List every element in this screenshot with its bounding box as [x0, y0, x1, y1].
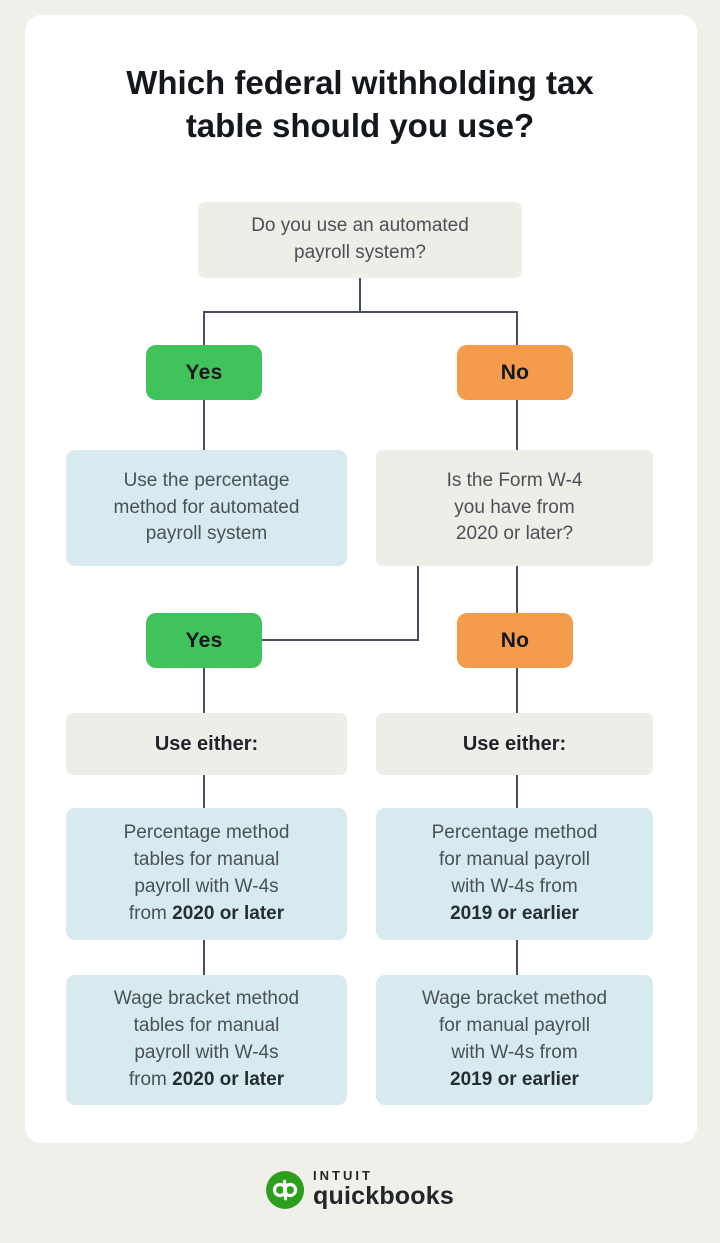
- qb-mark-icon: [266, 1170, 305, 1209]
- connector-line: [203, 775, 205, 808]
- connector-line: [417, 566, 419, 641]
- yes-badge-2: Yes: [146, 613, 262, 668]
- connector-line: [203, 311, 205, 345]
- question-automated-payroll-box: Do you use an automated payroll system?: [198, 202, 522, 278]
- no-badge-1: No: [457, 345, 573, 400]
- page-title: Which federal withholding tax table shou…: [126, 64, 594, 144]
- connector-line: [516, 566, 518, 613]
- percentage-method-left-text: Percentage method tables for manual payr…: [124, 820, 290, 928]
- question-w4-text: Is the Form W-4 you have from 2020 or la…: [446, 469, 583, 545]
- connector-line: [516, 775, 518, 808]
- connector-line: [516, 400, 518, 450]
- connector-line: [203, 311, 518, 313]
- use-either-left-text: Use either:: [154, 732, 259, 755]
- percentage-method-left-box: Percentage method tables for manual payr…: [66, 808, 347, 940]
- brand-intuit-text: INTUIT: [313, 1168, 373, 1183]
- result-automated-text: Use the percentage method for automated …: [113, 469, 300, 545]
- percentage-method-right-normal: Percentage method for manual payroll wit…: [431, 822, 598, 897]
- content-card: [25, 15, 697, 1143]
- brand-quickbooks-text: quickbooks: [313, 1182, 454, 1210]
- wage-bracket-right-bold: 2019 or earlier: [450, 1068, 579, 1090]
- brand-wordmark: INTUIT quickbooks: [313, 1168, 454, 1211]
- yes-badge-2-label: Yes: [185, 628, 223, 652]
- use-either-left-box: Use either:: [66, 713, 347, 775]
- wage-bracket-left-text: Wage bracket method tables for manual pa…: [114, 986, 299, 1094]
- wage-bracket-left-bold: 2020 or later: [172, 1068, 285, 1090]
- no-badge-2-label: No: [500, 628, 530, 652]
- percentage-method-right-text: Percentage method for manual payroll wit…: [432, 820, 598, 928]
- wage-bracket-left-normal: Wage bracket method tables for manual pa…: [113, 988, 300, 1090]
- connector-line: [262, 639, 419, 641]
- question-w4-box: Is the Form W-4 you have from 2020 or la…: [376, 450, 653, 566]
- quickbooks-logo: INTUIT quickbooks: [266, 1168, 454, 1211]
- wage-bracket-left-box: Wage bracket method tables for manual pa…: [66, 975, 347, 1105]
- yes-badge-1: Yes: [146, 345, 262, 400]
- use-either-right-text: Use either:: [462, 732, 567, 755]
- wage-bracket-right-text: Wage bracket method for manual payroll w…: [422, 986, 607, 1094]
- result-automated-box: Use the percentage method for automated …: [66, 450, 347, 566]
- question-automated-payroll-text: Do you use an automated payroll system?: [251, 215, 469, 263]
- percentage-method-right-bold: 2019 or earlier: [450, 902, 579, 924]
- use-either-right-box: Use either:: [376, 713, 653, 775]
- wage-bracket-right-normal: Wage bracket method for manual payroll w…: [421, 988, 608, 1063]
- connector-line: [516, 311, 518, 345]
- connector-line: [359, 278, 361, 312]
- percentage-method-left-bold: 2020 or later: [172, 902, 285, 924]
- percentage-method-right-box: Percentage method for manual payroll wit…: [376, 808, 653, 940]
- no-badge-2: No: [457, 613, 573, 668]
- connector-line: [203, 668, 205, 713]
- connector-line: [203, 940, 205, 975]
- connector-line: [203, 400, 205, 450]
- percentage-method-left-normal: Percentage method tables for manual payr…: [123, 822, 290, 924]
- connector-line: [516, 668, 518, 713]
- yes-badge-1-label: Yes: [185, 360, 223, 384]
- wage-bracket-right-box: Wage bracket method for manual payroll w…: [376, 975, 653, 1105]
- connector-line: [516, 940, 518, 975]
- no-badge-1-label: No: [500, 360, 530, 384]
